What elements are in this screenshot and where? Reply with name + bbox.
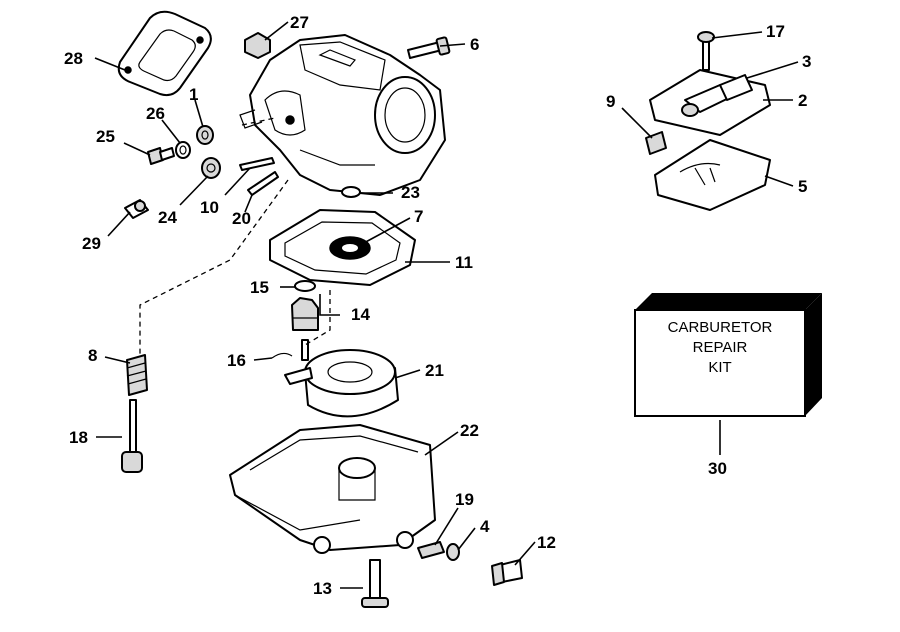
callout-21: 21 xyxy=(425,361,444,380)
washer-24 xyxy=(201,157,221,179)
spring-8 xyxy=(126,354,148,396)
washer-4 xyxy=(446,543,460,561)
kit-label-line3: KIT xyxy=(708,359,731,376)
screw-17 xyxy=(697,31,715,71)
dashed-linkage-3 xyxy=(241,117,276,126)
diaphragm-5 xyxy=(654,139,771,211)
screw-12 xyxy=(491,559,523,586)
kit-label-line2: REPAIR xyxy=(693,339,748,356)
cover-2 xyxy=(649,69,771,136)
needle-valve-14 xyxy=(291,297,319,361)
ring-15 xyxy=(294,280,316,292)
idle-screw-18 xyxy=(121,399,143,473)
leader-lines xyxy=(94,21,799,589)
carburetor-body xyxy=(239,34,446,196)
callout-29: 29 xyxy=(82,234,101,253)
callout-13: 13 xyxy=(313,579,332,598)
screw-20 xyxy=(247,171,279,196)
washer-26 xyxy=(175,141,191,159)
gasket-11 xyxy=(269,209,416,286)
callout-8: 8 xyxy=(88,346,97,365)
callout-labels: 28 27 6 1 26 25 24 10 20 29 23 7 11 15 1… xyxy=(64,13,811,598)
callout-18: 18 xyxy=(69,428,88,447)
kit-label-line1: CARBURETOR xyxy=(668,319,773,336)
callout-3: 3 xyxy=(802,52,811,71)
callout-24: 24 xyxy=(158,208,177,227)
repair-kit-box: CARBURETOR REPAIR KIT xyxy=(634,293,822,417)
float-bowl-22 xyxy=(229,424,436,554)
dashed-linkage-2 xyxy=(304,290,331,346)
callout-23: 23 xyxy=(401,183,420,202)
callout-11: 11 xyxy=(455,253,473,272)
callout-30: 30 xyxy=(708,459,727,478)
callout-9: 9 xyxy=(606,92,615,111)
gasket-28 xyxy=(117,10,212,97)
callout-2: 2 xyxy=(798,91,807,110)
float-21 xyxy=(284,349,399,418)
pin-10 xyxy=(239,157,275,171)
screw-25 xyxy=(147,147,175,165)
callout-4: 4 xyxy=(480,517,490,536)
callout-22: 22 xyxy=(460,421,479,440)
callout-19: 19 xyxy=(455,490,474,509)
callout-14: 14 xyxy=(351,305,370,324)
callout-12: 12 xyxy=(537,533,556,552)
callout-20: 20 xyxy=(232,209,251,228)
clip-16 xyxy=(271,352,293,359)
callout-15: 15 xyxy=(250,278,269,297)
callout-26: 26 xyxy=(146,104,165,123)
callout-1: 1 xyxy=(189,85,198,104)
nut-27 xyxy=(244,32,271,59)
callout-17: 17 xyxy=(766,22,785,41)
fitting-29 xyxy=(124,199,149,219)
dashed-linkage xyxy=(139,179,289,355)
oring-23 xyxy=(341,186,361,198)
screw-13 xyxy=(361,559,389,608)
callout-5: 5 xyxy=(798,177,807,196)
fitting-3 xyxy=(719,74,753,101)
callout-6: 6 xyxy=(470,35,479,54)
callout-27: 27 xyxy=(290,13,309,32)
callout-10: 10 xyxy=(200,198,219,217)
callout-28: 28 xyxy=(64,49,83,68)
screw-6 xyxy=(407,36,451,59)
callout-16: 16 xyxy=(227,351,246,370)
callout-25: 25 xyxy=(96,127,115,146)
callout-7: 7 xyxy=(414,207,423,226)
spring-19 xyxy=(417,541,445,559)
washer-1 xyxy=(196,125,214,145)
